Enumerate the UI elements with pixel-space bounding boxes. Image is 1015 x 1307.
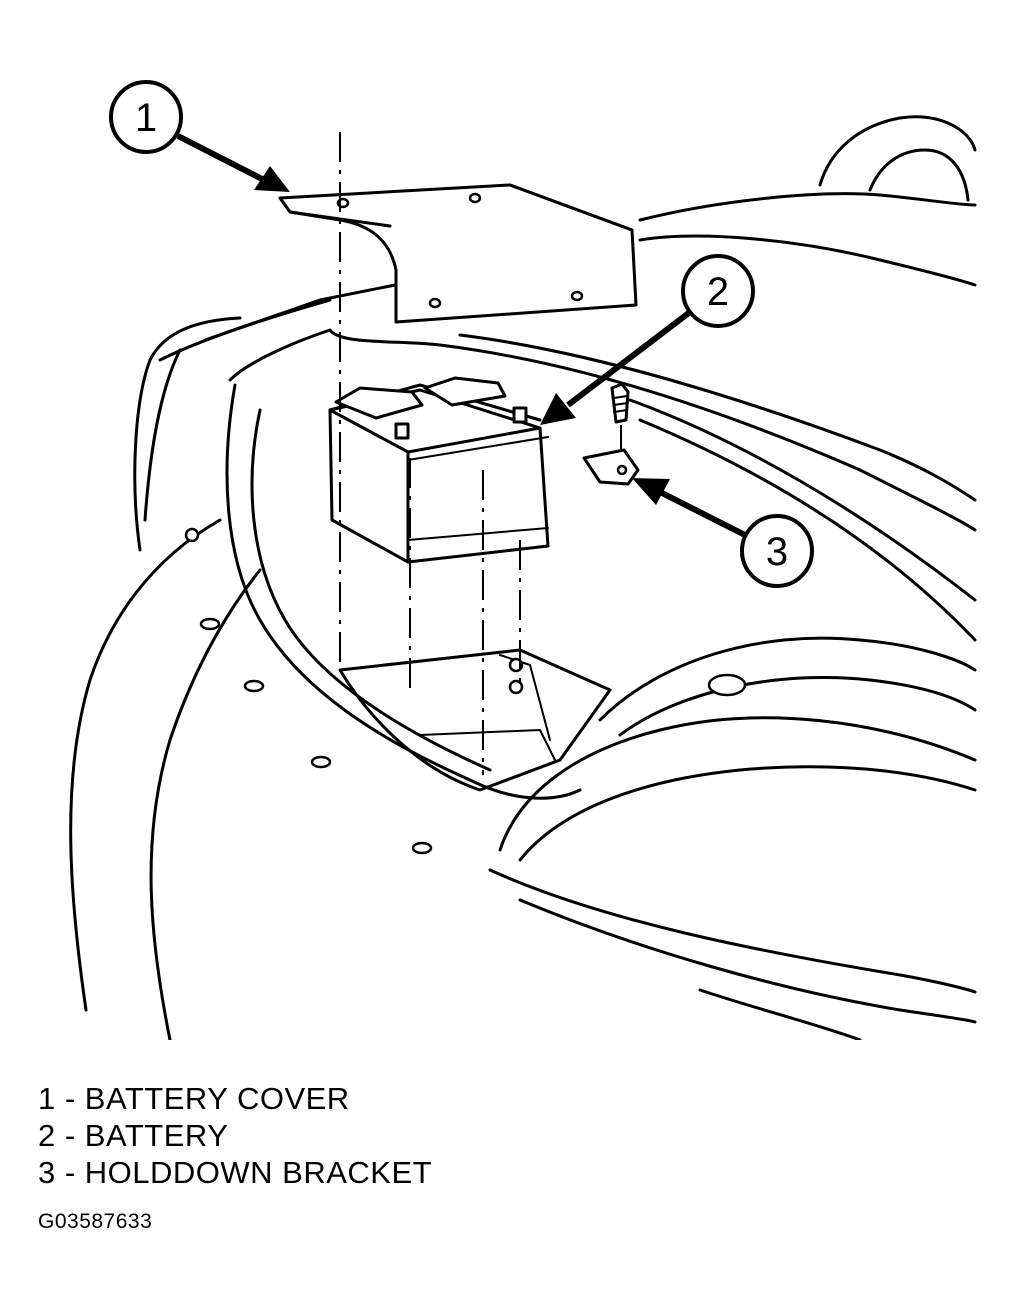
vehicle-body-outline (69, 115, 977, 1040)
figure-id: G03587633 (38, 1210, 153, 1233)
battery-cover (278, 183, 638, 324)
callout-1-number: 1 (135, 96, 157, 140)
callout-1: 1 (109, 80, 290, 192)
callout-3-number: 3 (766, 530, 788, 574)
alignment-center-lines (339, 132, 622, 775)
holddown-bracket (582, 382, 640, 486)
callout-3: 3 (632, 478, 814, 588)
battery-location-diagram: 1 2 3 (69, 80, 977, 1040)
body-mounting-holes (184, 527, 747, 855)
legend-item-battery-cover: 1 - BATTERY COVER (38, 1081, 350, 1116)
battery (328, 376, 550, 564)
legend-item-battery: 2 - BATTERY (38, 1118, 229, 1153)
callout-2: 2 (540, 254, 755, 425)
callout-2-number: 2 (707, 270, 729, 314)
legend-item-holddown-bracket: 3 - HOLDDOWN BRACKET (38, 1155, 433, 1190)
legend: 1 - BATTERY COVER 2 - BATTERY 3 - HOLDDO… (38, 1080, 432, 1191)
